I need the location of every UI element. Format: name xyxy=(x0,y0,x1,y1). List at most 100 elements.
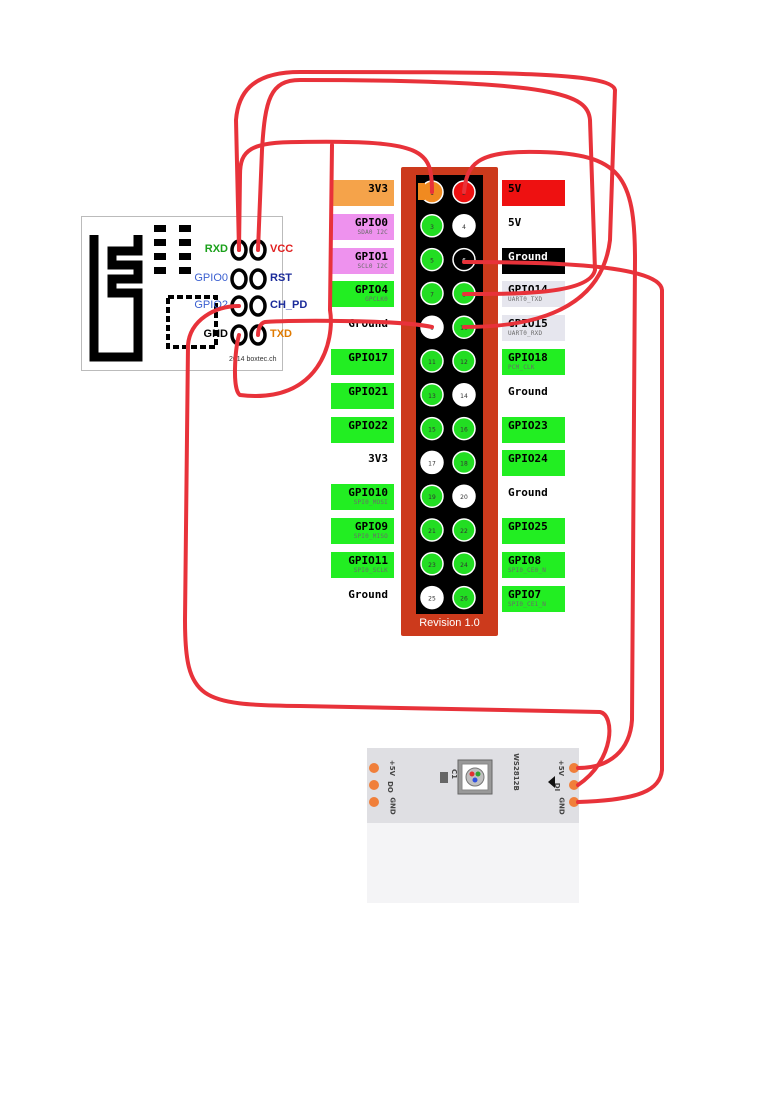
pin-name: GPIO9 xyxy=(354,520,388,533)
header-pin-14 xyxy=(452,383,476,407)
left-pin-label-8: GPIO22 xyxy=(331,416,394,443)
esp8266-module xyxy=(81,216,283,371)
esp-pin-label-ch-pd: CH_PD xyxy=(270,299,308,311)
pin-number: 11 xyxy=(428,359,436,366)
pin-name: GPIO25 xyxy=(508,520,548,533)
esp-credit: 2014 boxtec.ch xyxy=(229,356,277,363)
capacitor-icon xyxy=(440,772,448,783)
pin-name: GPIO0 xyxy=(354,215,388,229)
pin-name: 5V xyxy=(508,182,522,195)
pin-number: 5 xyxy=(430,258,434,265)
pin-function: SCL0 I2C xyxy=(357,262,388,270)
wire-3 xyxy=(462,260,664,804)
right-pin-label-8: GPIO23 xyxy=(502,416,565,443)
pin-name: 3V3 xyxy=(368,182,388,195)
strip-pad xyxy=(369,780,379,790)
strip-pad xyxy=(369,763,379,773)
pin-function: SPI0_MOSI xyxy=(353,499,388,507)
header-pin-5 xyxy=(420,247,444,272)
pin-number: 4 xyxy=(462,224,466,231)
esp-pin-hole xyxy=(249,268,267,290)
pin-name: GPIO8 xyxy=(508,553,542,567)
esp-pin-label-vcc: VCC xyxy=(270,243,294,255)
pin-function: SPI0_MISO xyxy=(353,533,388,540)
header-pin-6 xyxy=(452,247,476,272)
strip-pad xyxy=(569,763,579,773)
left-pin-label-9: 3V3 xyxy=(331,450,394,476)
header-pin-11 xyxy=(420,349,444,373)
led-blue xyxy=(472,777,478,783)
header-pin-25 xyxy=(420,585,444,610)
strip-pad xyxy=(569,797,579,807)
pin-name: GPIO21 xyxy=(348,384,388,398)
pin-name: Ground xyxy=(348,587,388,601)
pin-name: GPIO18 xyxy=(508,351,548,364)
pin-function: GPCLK0 xyxy=(365,296,388,304)
header-pin-24 xyxy=(452,552,476,576)
right-pin-label-3: Ground xyxy=(502,247,565,274)
pin-name: 3V3 xyxy=(368,452,388,466)
header-pin-23 xyxy=(420,552,444,576)
pin-function: SPI0_CE0_N xyxy=(508,566,547,574)
right-pin-label-2: 5V xyxy=(502,214,565,240)
right-pin-label-9: GPIO24 xyxy=(502,450,565,477)
header-pin-20 xyxy=(452,484,476,508)
left-pin-label-1: 3V3 xyxy=(331,180,394,206)
pin-function: SPI0_CE1_N xyxy=(508,600,547,608)
pin-number: 21 xyxy=(428,528,436,535)
pin-number: 17 xyxy=(428,460,436,467)
pin-name: Ground xyxy=(508,249,548,263)
header-pin-22 xyxy=(452,518,476,542)
header-pin-16 xyxy=(452,416,476,441)
left-pin-label-6: GPIO17 xyxy=(331,349,394,375)
left-pin-label-7: GPIO21 xyxy=(331,382,394,409)
pin-function: PCM_CLK xyxy=(508,364,535,371)
pin-name: GPIO4 xyxy=(354,283,388,297)
wire-1 xyxy=(237,139,434,252)
pin-name: GPIO1 xyxy=(354,249,388,263)
pin-name: GPIO10 xyxy=(348,486,388,500)
pin-number: 23 xyxy=(428,562,436,569)
header-pin-15 xyxy=(420,416,444,441)
pin-name: GPIO17 xyxy=(348,351,388,364)
wire-8 xyxy=(182,304,612,787)
wire-6 xyxy=(256,318,434,337)
pin-name: GPIO11 xyxy=(348,553,388,567)
strip-pad xyxy=(369,797,379,807)
header-pin-18 xyxy=(452,450,476,475)
pin-name: Ground xyxy=(508,486,548,500)
pin1-marker-icon xyxy=(418,183,425,200)
pin-function: UART0_TXD xyxy=(508,296,543,304)
data-direction-arrow-icon xyxy=(548,776,555,788)
esp-pin-hole xyxy=(249,295,267,317)
right-pin-label-11: GPIO25 xyxy=(502,518,565,544)
pin-name: GPIO22 xyxy=(348,418,388,432)
pcb-antenna-icon xyxy=(89,225,218,362)
header-pin-12 xyxy=(452,349,476,373)
pin-function: SDA0 I2C xyxy=(357,228,388,236)
wire-4 xyxy=(256,77,598,296)
pin-name: Ground xyxy=(508,384,548,398)
right-pin-label-1: 5V xyxy=(502,180,565,206)
header-pin-21 xyxy=(420,518,444,542)
pin-number: 7 xyxy=(430,291,434,298)
pin-number: 24 xyxy=(460,562,468,569)
esp-pin-label-gpio0: GPIO0 xyxy=(194,272,228,284)
led-red xyxy=(469,771,475,777)
wire-5 xyxy=(233,69,618,329)
pin-name: GPIO15 xyxy=(508,317,548,331)
pin-number: 19 xyxy=(428,494,436,501)
header-pin-19 xyxy=(420,484,444,508)
led-green xyxy=(475,771,481,777)
pin-number: 3 xyxy=(430,224,434,231)
